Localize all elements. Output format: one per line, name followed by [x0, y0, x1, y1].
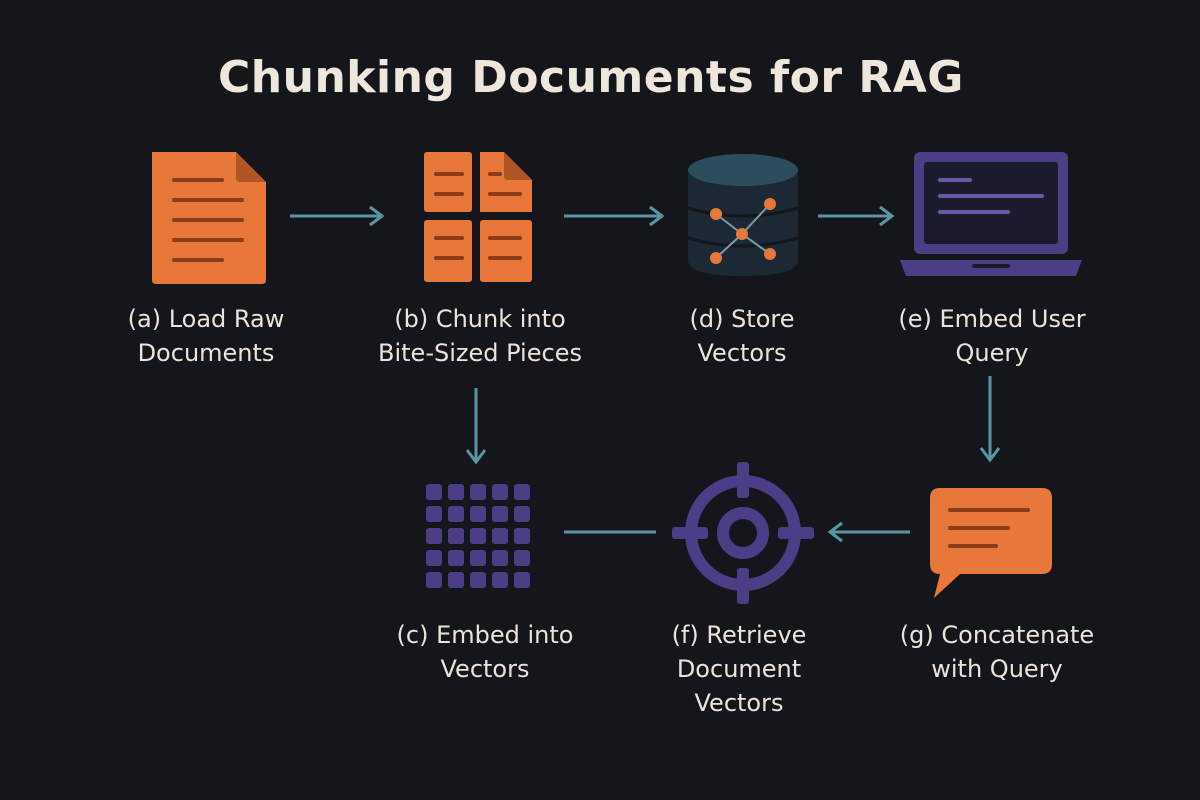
diagram-title: Chunking Documents for RAG: [218, 52, 964, 103]
vector-cell: [492, 550, 508, 566]
step-g-line1: (g) Concatenate: [899, 621, 1095, 649]
step-a-line1: (a) Load Raw: [127, 305, 285, 333]
step-f-label: (f) Retrieve Document Vectors: [624, 618, 854, 720]
vector-cell: [514, 572, 530, 588]
vector-grid-icon: [426, 484, 530, 588]
step-c-line2: Vectors: [440, 655, 530, 683]
step-a-label: (a) Load Raw Documents: [96, 302, 316, 370]
arrow-d-to-e: [818, 205, 895, 227]
step-d-label: (d) Store Vectors: [632, 302, 852, 370]
vector-cell: [492, 528, 508, 544]
vector-cell: [470, 484, 486, 500]
step-e-line2: Query: [955, 339, 1029, 367]
step-b-label: (b) Chunk into Bite-Sized Pieces: [360, 302, 600, 370]
vector-cell: [492, 572, 508, 588]
vector-cell: [448, 550, 464, 566]
step-f-line2: Document: [676, 655, 802, 683]
chat-bubble-icon: [930, 488, 1052, 598]
vector-cell: [470, 506, 486, 522]
step-f-line1: (f) Retrieve: [671, 621, 807, 649]
vector-cell: [426, 506, 442, 522]
vector-cell: [448, 528, 464, 544]
arrow-a-to-b: [290, 205, 385, 227]
arrow-e-to-g: [979, 376, 1001, 463]
step-e-line1: (e) Embed User: [898, 305, 1086, 333]
vector-cell: [514, 484, 530, 500]
vector-cell: [492, 484, 508, 500]
vector-cell: [426, 484, 442, 500]
step-d-line2: Vectors: [697, 339, 787, 367]
step-g-label: (g) Concatenate with Query: [862, 618, 1132, 686]
vector-cell: [470, 550, 486, 566]
vector-cell: [426, 550, 442, 566]
vector-cell: [514, 528, 530, 544]
vector-cell: [470, 572, 486, 588]
step-c-label: (c) Embed into Vectors: [370, 618, 600, 686]
step-f-line3: Vectors: [694, 689, 784, 717]
vector-cell: [426, 572, 442, 588]
vector-cell: [448, 572, 464, 588]
vector-cell: [448, 506, 464, 522]
step-d-line1: (d) Store: [689, 305, 795, 333]
laptop-icon: [900, 152, 1082, 276]
document-icon: [152, 152, 266, 284]
vector-cell: [492, 506, 508, 522]
vector-cell: [470, 528, 486, 544]
chunked-document-icon: [424, 152, 532, 282]
step-b-line1: (b) Chunk into: [394, 305, 566, 333]
step-c-line1: (c) Embed into: [396, 621, 574, 649]
connector-f-to-c: [564, 530, 656, 534]
target-icon: [672, 462, 814, 604]
arrow-b-to-c: [465, 388, 487, 465]
step-e-label: (e) Embed User Query: [872, 302, 1112, 370]
step-a-line2: Documents: [137, 339, 275, 367]
vector-cell: [426, 528, 442, 544]
arrow-g-to-f: [827, 521, 910, 543]
step-b-line2: Bite-Sized Pieces: [378, 339, 582, 367]
arrow-b-to-d: [564, 205, 665, 227]
step-g-line2: with Query: [931, 655, 1063, 683]
vector-database-icon: [687, 154, 799, 276]
vector-cell: [448, 484, 464, 500]
vector-cell: [514, 506, 530, 522]
vector-cell: [514, 550, 530, 566]
